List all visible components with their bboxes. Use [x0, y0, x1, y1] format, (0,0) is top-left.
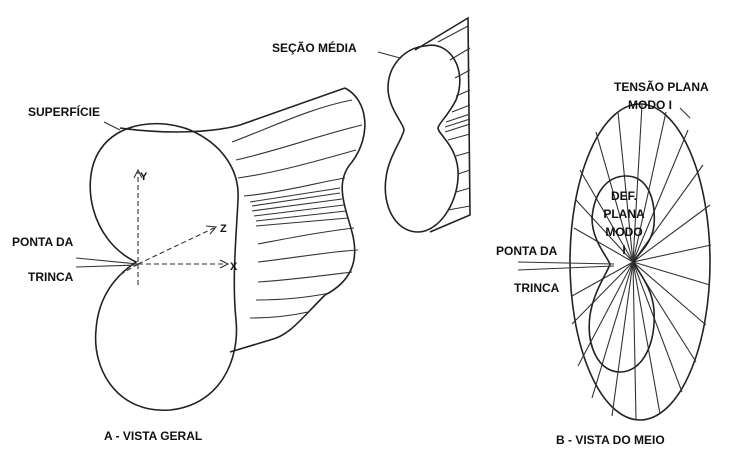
extrusion-bottom-edge	[230, 295, 325, 352]
caption-b: B - VISTA DO MEIO	[556, 433, 665, 447]
extrusion-right-profile	[325, 88, 365, 295]
label-plana: PLANA	[603, 207, 645, 221]
crack-pointer-b2	[518, 266, 614, 270]
extrusion-top-edge	[120, 88, 345, 132]
label-modo-i-tp: MODO I	[628, 98, 672, 112]
caption-a: A - VISTA GERAL	[104, 429, 202, 443]
label-secao-media: SEÇÃO MÉDIA	[272, 40, 357, 55]
superficie-leader	[104, 122, 120, 130]
label-trinca-b: TRINCA	[514, 281, 560, 295]
plane-stress-zone-outline	[570, 104, 710, 420]
surface-shading-lines	[232, 100, 362, 318]
label-i: I	[622, 243, 625, 257]
label-def: DEF.	[611, 189, 637, 203]
z-axis	[138, 228, 214, 264]
slice-hatched-section	[385, 45, 460, 232]
axes	[118, 170, 228, 285]
crack-pointer-b1	[518, 262, 614, 264]
label-trinca-a: TRINCA	[28, 270, 74, 284]
mid-view	[518, 104, 711, 420]
label-ponta-da-a: PONTA DA	[12, 235, 74, 249]
secao-leader	[378, 52, 400, 58]
axis-x-label: X	[230, 261, 238, 273]
front-surface-outline	[90, 124, 238, 411]
label-modo: MODO	[605, 225, 642, 239]
axis-y-label: Y	[140, 171, 148, 183]
slice-back-outline	[415, 18, 470, 232]
label-superficie: SUPERFÍCIE	[28, 104, 100, 119]
tensao-leader	[680, 108, 690, 118]
plastic-zone-3d-view	[76, 88, 365, 410]
mid-section-slice	[378, 18, 470, 232]
slice-shading-lines	[438, 26, 470, 210]
axis-z-label: Z	[220, 223, 227, 235]
label-tensao-plana: TENSÃO PLANA	[614, 79, 709, 94]
label-ponta-da-b: PONTA DA	[496, 244, 558, 258]
